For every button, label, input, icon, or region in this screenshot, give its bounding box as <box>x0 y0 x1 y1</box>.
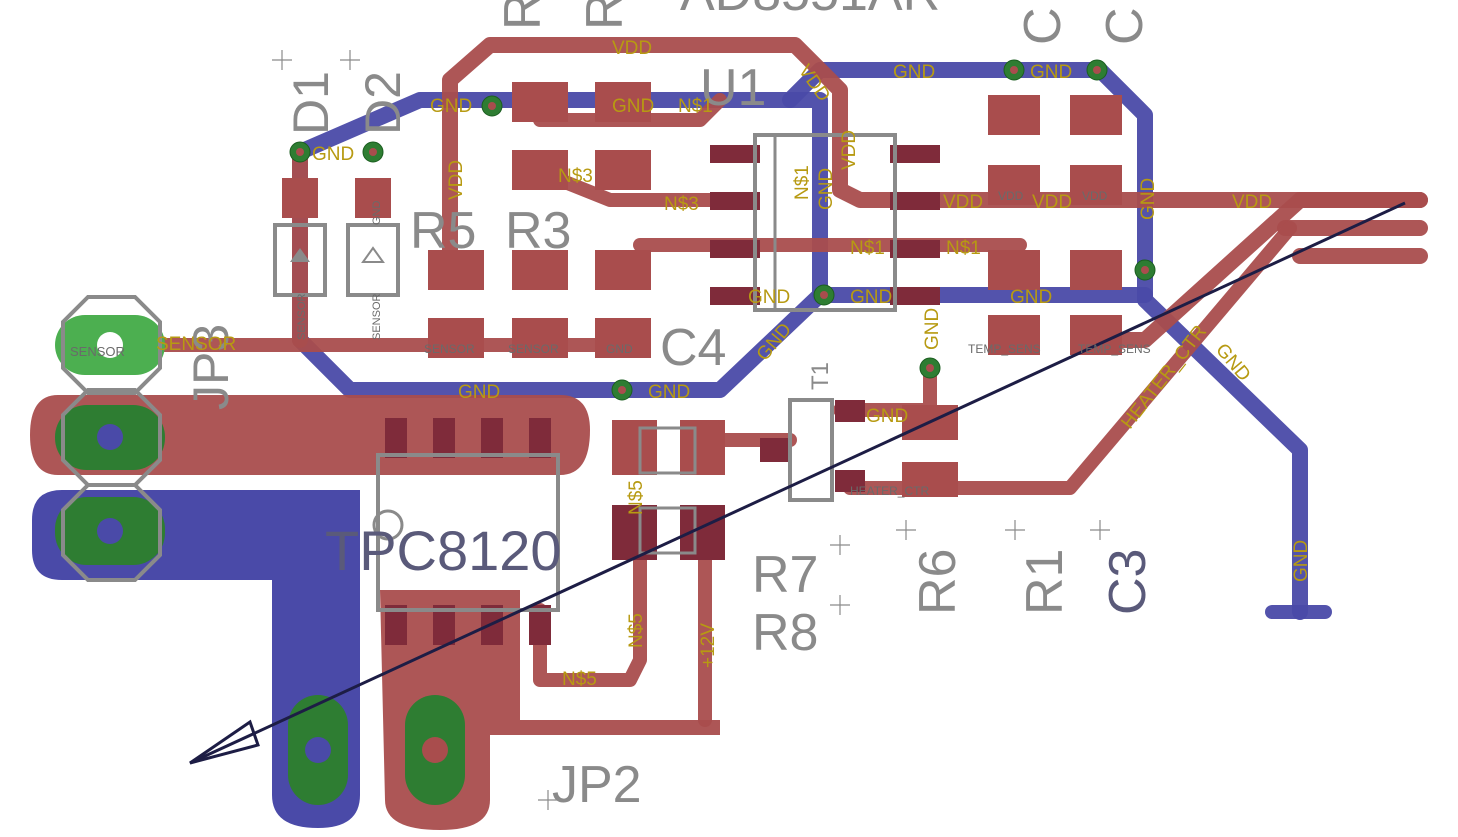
label-r5: R5 <box>410 202 476 260</box>
net-gnd-u1: GND <box>748 287 790 308</box>
smd-pads <box>282 82 1122 645</box>
label-c-top-b: C <box>1096 7 1154 45</box>
net-gnd-top-right-2: GND <box>1030 62 1072 83</box>
pad-sensor-r: SENSOR <box>424 342 475 356</box>
pad-gnd-d2: GND <box>371 201 383 226</box>
vias <box>289 59 1156 401</box>
net-vdd-mid-2: VDD <box>1032 192 1072 213</box>
pad-vdd-cap-2: VDD <box>1082 189 1108 203</box>
pad-heater-ctr: HEATER_CTR <box>850 484 929 498</box>
net-gnd-top-right: GND <box>893 62 935 83</box>
net-gnd-pour: GND <box>458 382 500 403</box>
net-gnd-vert: GND <box>816 168 837 210</box>
label-jp2: JP2 <box>552 756 642 814</box>
label-r6: R6 <box>909 549 967 615</box>
net-plus12v: +12V <box>698 623 719 668</box>
label-r7: R7 <box>752 546 818 604</box>
label-c3: C3 <box>1099 549 1157 615</box>
label-u1: U1 <box>700 59 766 117</box>
net-gnd-vert-2: GND <box>922 308 943 350</box>
pad-sensor-d1: SENSOR <box>296 293 308 340</box>
pad-sensor-jp3: SENSOR <box>70 344 125 359</box>
net-n3-b: N$3 <box>664 194 699 215</box>
label-ad-part: AD8551AR <box>680 0 940 22</box>
net-n5-bottom: N$5 <box>562 669 597 690</box>
net-gnd-d: GND <box>312 144 354 165</box>
net-gnd-r3: GND <box>612 96 654 117</box>
net-vdd-vert: VDD <box>839 130 860 170</box>
label-c-top-a: C <box>1014 7 1072 45</box>
net-vdd-top: VDD <box>612 38 652 59</box>
label-d1: D1 <box>283 71 339 135</box>
pad-temp-sens-2: TEMP_SENS <box>1078 342 1151 356</box>
silkscreen <box>272 50 1110 810</box>
net-gnd-u1-2: GND <box>850 287 892 308</box>
label-t1: T1 <box>807 362 834 390</box>
net-sensor: SENSOR <box>156 334 236 355</box>
pad-sensor-d2: SENSOR <box>371 293 383 340</box>
label-r8: R8 <box>752 604 818 662</box>
label-r-top-b: R <box>576 0 634 30</box>
net-n3-a: N$3 <box>558 166 593 187</box>
jp3-header <box>55 295 165 582</box>
net-gnd-r-via: GND <box>430 96 472 117</box>
label-r1: R1 <box>1016 549 1074 615</box>
pad-vdd-cap: VDD <box>998 189 1024 203</box>
net-vdd-mid: VDD <box>943 192 983 213</box>
net-gnd-c4: GND <box>648 382 690 403</box>
net-gnd-cap: GND <box>1010 287 1052 308</box>
label-jp3: JP3 <box>183 324 239 410</box>
net-n1-vert: N$1 <box>792 165 813 200</box>
pad-gnd-r: GND <box>606 342 633 356</box>
pad-sensor-r2: SENSOR <box>508 342 559 356</box>
pad-labels: SENSOR SENSOR SENSOR GND TEMP_SENS TEMP_… <box>70 189 1151 498</box>
ratsnest-arrow <box>189 201 1406 765</box>
net-n1-mid-2: N$1 <box>946 238 981 259</box>
jp2-header <box>288 695 465 805</box>
net-n5-vert-2: N$5 <box>626 613 647 648</box>
net-vdd-right: VDD <box>1232 192 1272 213</box>
pad-temp-sens: TEMP_SENS <box>968 342 1041 356</box>
component-labels: R R AD8551AR C C U1 D1 D2 R5 R3 C4 JP3 T… <box>183 0 1157 814</box>
net-n5-vert: N$5 <box>626 480 647 515</box>
net-vdd-left: VDD <box>446 160 467 200</box>
label-tpc8120: TPC8120 <box>325 519 562 582</box>
label-d2: D2 <box>355 71 411 135</box>
net-gnd-bottom-right: GND <box>1291 540 1312 582</box>
net-gnd-t1: GND <box>866 406 908 427</box>
label-r-top-a: R <box>494 0 552 30</box>
label-c4: C4 <box>660 319 726 377</box>
net-gnd-right-vert: GND <box>1138 178 1159 220</box>
bottom-ground-pour <box>32 490 360 828</box>
label-r3: R3 <box>505 202 571 260</box>
net-n1-top: N$1 <box>678 96 713 117</box>
net-n1-mid: N$1 <box>850 238 885 259</box>
